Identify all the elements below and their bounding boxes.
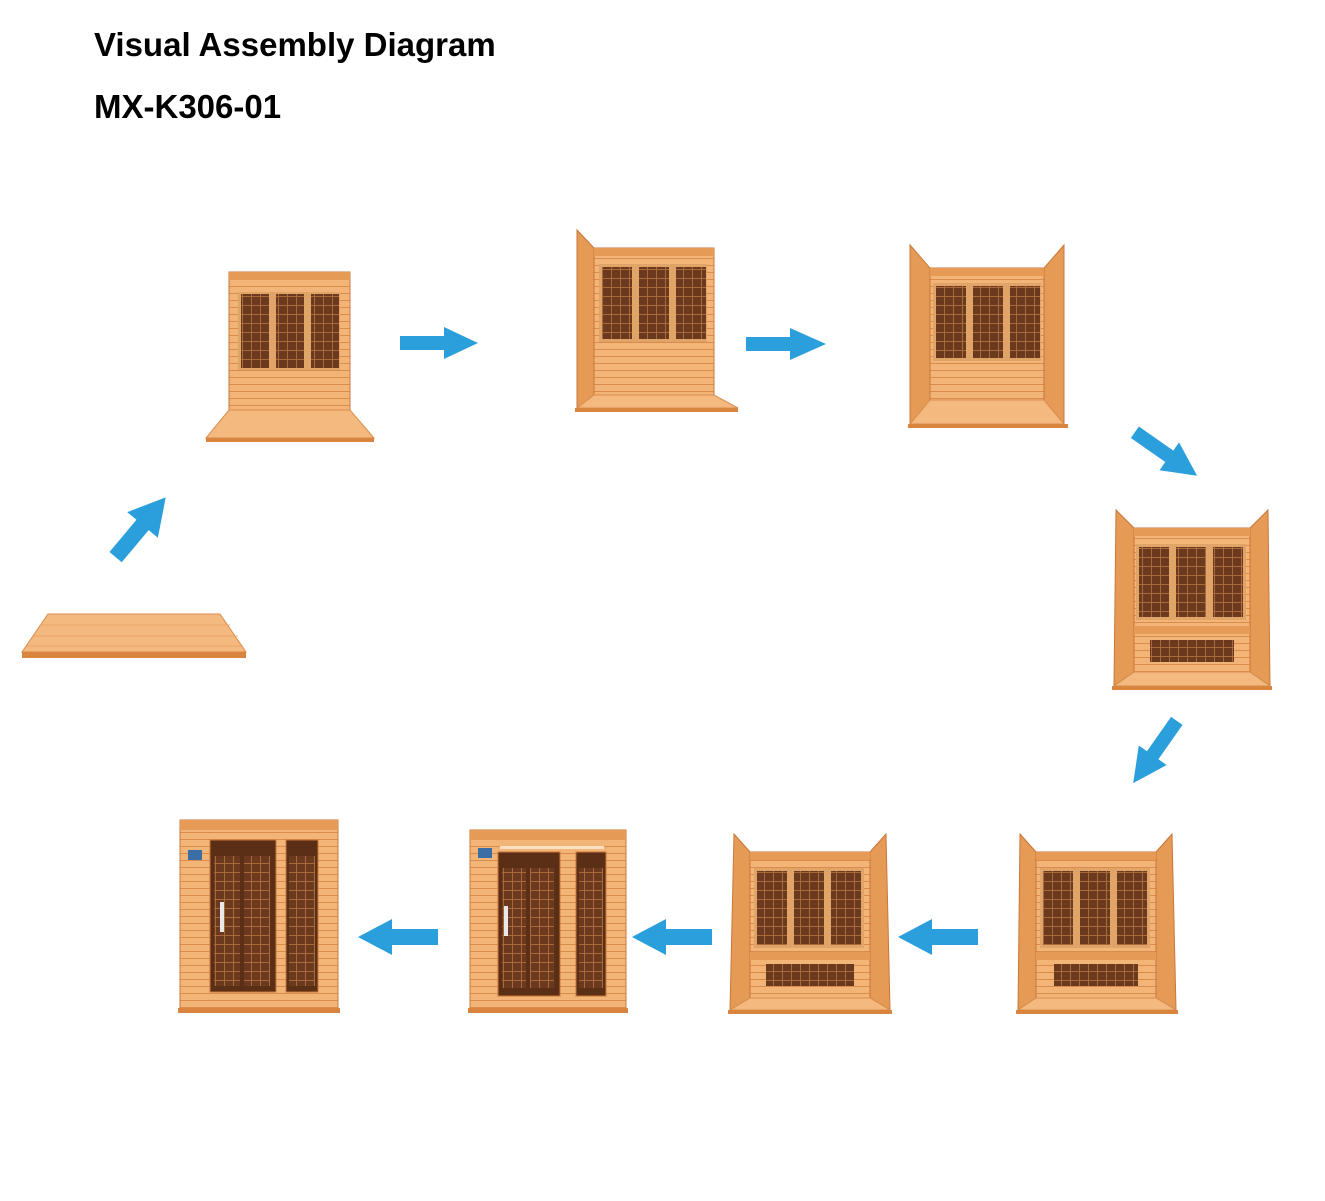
arrow-down-right-icon — [1130, 426, 1198, 476]
model-number: MX-K306-01 — [94, 88, 282, 125]
step-bench-installed — [1112, 508, 1272, 690]
step-front-wall — [468, 829, 628, 1013]
arrow-left-icon — [898, 919, 978, 955]
arrow-left-icon — [632, 919, 712, 955]
step-floor-base — [21, 613, 247, 658]
arrow-left-icon — [358, 919, 438, 955]
arrow-up-right-icon — [109, 497, 166, 563]
step-complete-with-door — [178, 819, 340, 1013]
arrow-right-icon — [746, 328, 826, 360]
step-left-side-wall — [575, 228, 739, 412]
step-back-wall — [204, 271, 376, 442]
step-heater-panels — [728, 832, 892, 1014]
arrow-down-left-icon — [1133, 716, 1183, 784]
step-right-side-wall — [908, 243, 1068, 428]
step-roof-frame — [1016, 832, 1178, 1014]
arrow-right-icon — [400, 327, 478, 359]
diagram-title: Visual Assembly Diagram — [94, 26, 496, 63]
